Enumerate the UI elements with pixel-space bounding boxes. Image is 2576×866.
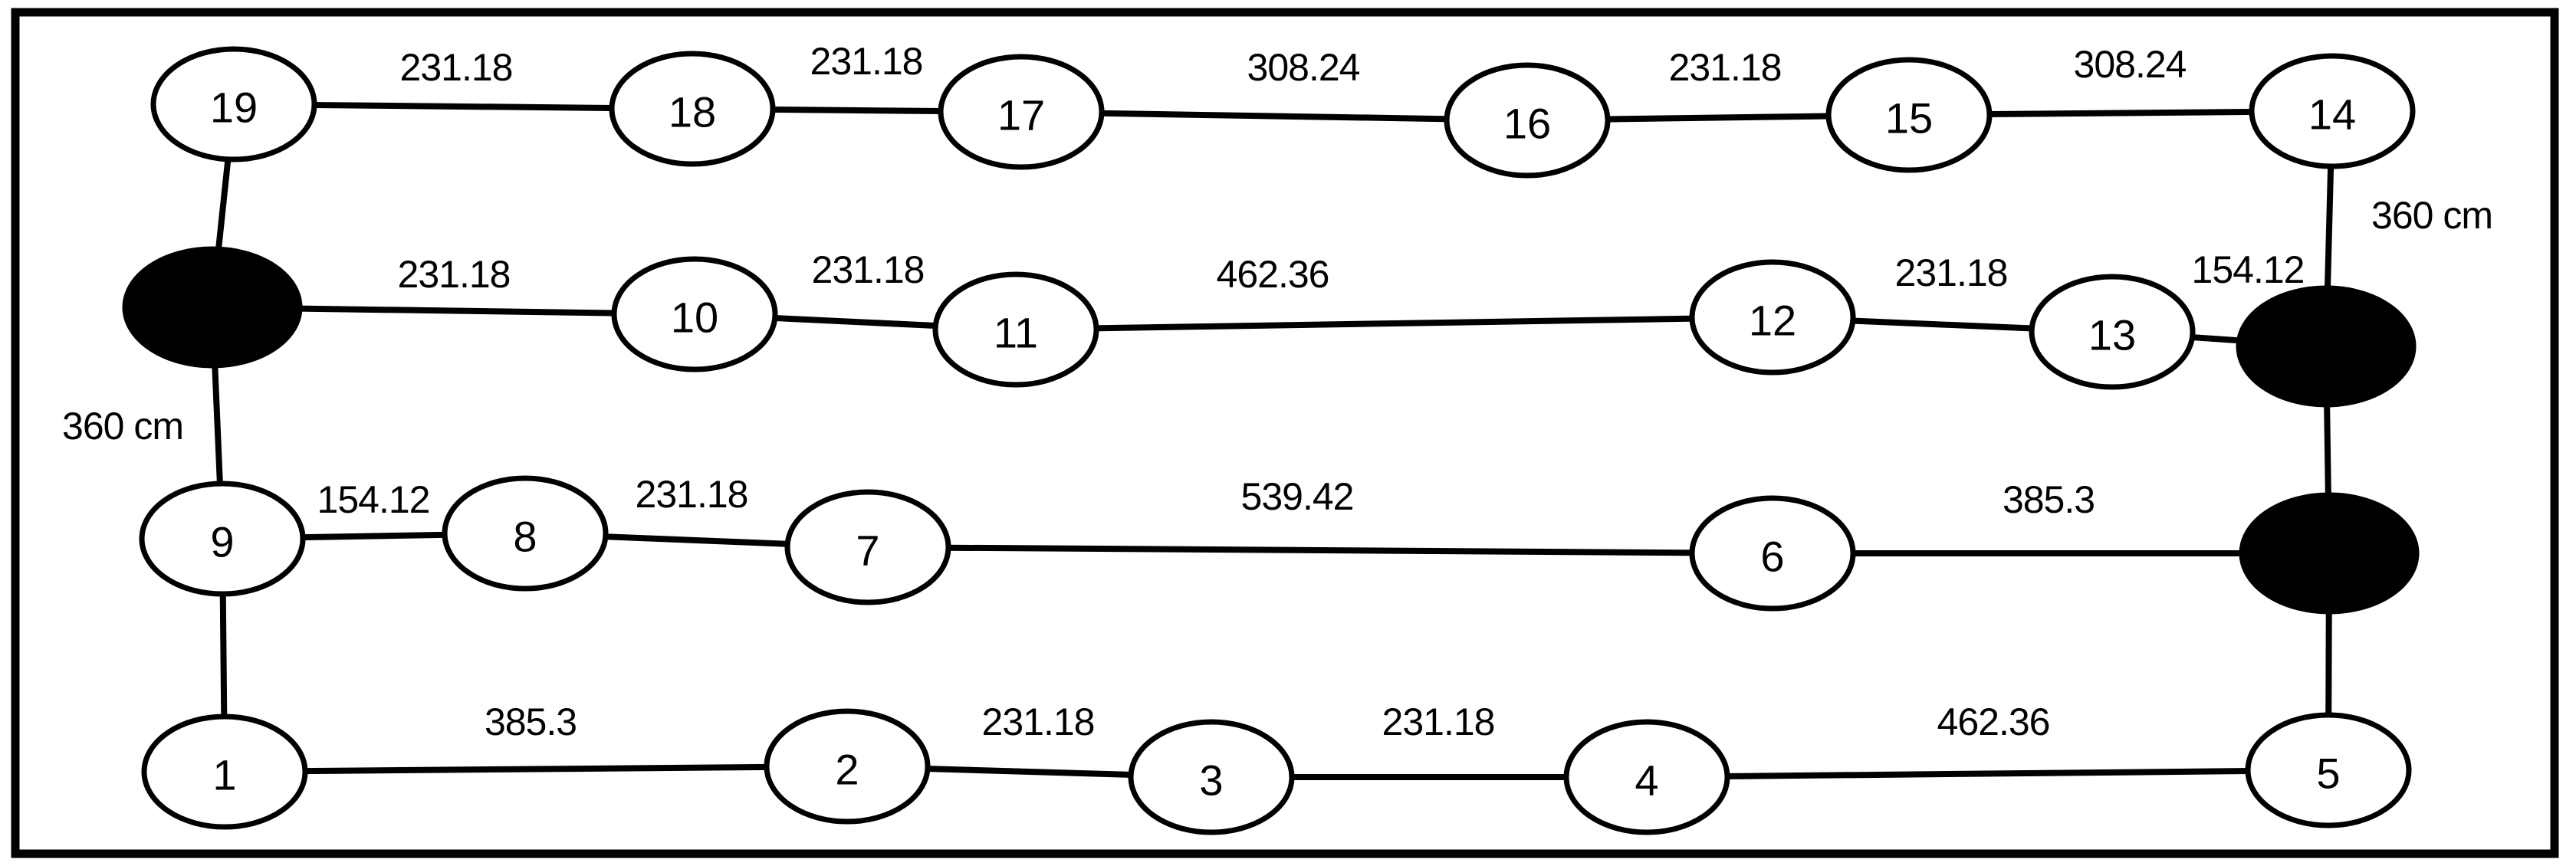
- node-10: [611, 256, 778, 372]
- edge-label-4-5: 462.36: [1937, 700, 2050, 743]
- edge-label-11-12: 462.36: [1217, 253, 1329, 296]
- edge-7-6: [867, 544, 1773, 556]
- node-label-1: 1: [212, 751, 236, 799]
- node-1: [141, 713, 308, 830]
- node-4: [1563, 719, 1730, 835]
- node-label-13: 13: [2088, 311, 2136, 359]
- edge-label-14-J2: 360 cm: [2371, 194, 2492, 237]
- node-label-17: 17: [997, 91, 1045, 139]
- node-label-5: 5: [2316, 750, 2340, 798]
- edge-11-12: [1015, 314, 1773, 333]
- node-6: [1689, 495, 1856, 612]
- node-7: [784, 489, 951, 605]
- node-label-16: 16: [1503, 100, 1551, 148]
- node-18: [609, 51, 776, 167]
- node-5: [2245, 712, 2412, 828]
- node-label-19: 19: [210, 84, 258, 132]
- edge-4-5: [1646, 767, 2329, 780]
- node-3: [1128, 719, 1295, 835]
- node-17: [938, 54, 1105, 170]
- node-15: [1825, 57, 1993, 173]
- node-label-4: 4: [1635, 756, 1658, 805]
- edge-17-16: [1020, 109, 1528, 123]
- node-junction-J3: [2239, 492, 2420, 615]
- edge-label-16-15: 231.18: [1669, 46, 1782, 89]
- node-label-12: 12: [1749, 297, 1796, 345]
- node-13: [2029, 274, 2196, 390]
- node-label-2: 2: [835, 746, 859, 794]
- edge-label-15-14: 308.24: [2074, 43, 2187, 86]
- edge-label-1-2: 385.3: [485, 700, 577, 743]
- node-12: [1689, 259, 1856, 376]
- edge-1-2: [224, 763, 848, 775]
- node-label-11: 11: [994, 309, 1038, 357]
- edge-label-10-11: 231.18: [812, 248, 925, 291]
- edge-label-J1-9: 360 cm: [62, 405, 183, 448]
- node-junction-J2: [2236, 285, 2417, 408]
- edge-label-9-8: 154.12: [317, 478, 430, 521]
- edge-label-13-J2: 154.12: [2192, 248, 2305, 291]
- node-9: [139, 481, 306, 597]
- node-8: [442, 475, 609, 592]
- node-14: [2249, 53, 2416, 169]
- edge-label-18-17: 231.18: [810, 40, 923, 83]
- edge-label-17-16: 308.24: [1247, 46, 1360, 89]
- edge-label-19-18: 231.18: [400, 46, 513, 89]
- node-label-3: 3: [1199, 756, 1223, 805]
- edge-label-12-13: 231.18: [1895, 251, 2008, 294]
- node-label-9: 9: [210, 518, 234, 566]
- edge-label-J1-10: 231.18: [398, 253, 511, 296]
- edge-label-3-4: 231.18: [1382, 700, 1495, 743]
- edge-label-8-7: 231.18: [636, 473, 748, 516]
- node-11: [932, 271, 1099, 388]
- node-label-10: 10: [671, 294, 718, 342]
- edge-label-6-J3: 385.3: [2003, 478, 2095, 521]
- node-label-8: 8: [513, 513, 537, 561]
- edge-label-7-6: 539.42: [1241, 475, 1354, 518]
- diagram-border: [11, 8, 2559, 858]
- edge-label-2-3: 231.18: [982, 700, 1095, 743]
- node-16: [1444, 62, 1611, 179]
- node-label-14: 14: [2308, 90, 2356, 139]
- node-19: [150, 46, 317, 162]
- node-label-18: 18: [669, 88, 716, 136]
- node-label-6: 6: [1760, 533, 1784, 581]
- node-label-7: 7: [856, 526, 879, 575]
- node-label-15: 15: [1885, 94, 1933, 143]
- node-junction-J1: [122, 246, 303, 369]
- node-2: [764, 708, 931, 825]
